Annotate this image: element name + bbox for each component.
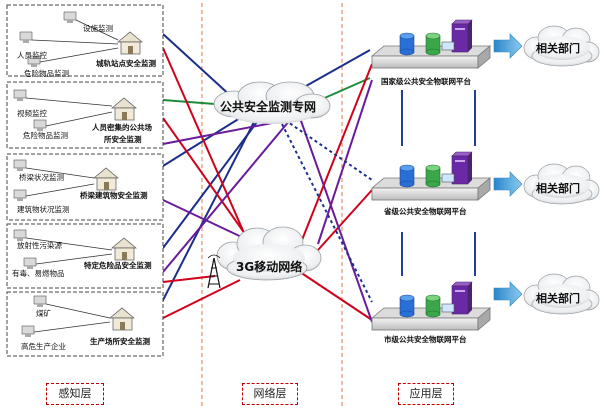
site-label-line2: 所安全监测 xyxy=(104,135,142,144)
private-network-cloud xyxy=(213,81,331,124)
platform-1 xyxy=(370,151,492,201)
database-icon xyxy=(425,294,441,318)
device-icon xyxy=(33,119,47,131)
dept-cloud xyxy=(523,163,600,205)
platforms xyxy=(370,19,492,331)
site-label-line1: 人员密集的公共场 xyxy=(92,123,152,132)
platform-front xyxy=(371,317,479,331)
group-box-g4 xyxy=(6,223,164,289)
item-label: 危险物品监测 xyxy=(24,69,69,78)
database-icon xyxy=(425,32,441,56)
link-g4-mobile xyxy=(162,275,216,283)
house-icon xyxy=(111,97,137,121)
device-icon xyxy=(21,325,35,337)
item-label: 人员监控 xyxy=(17,51,47,60)
server-icon xyxy=(451,281,473,315)
device-icons xyxy=(13,11,119,337)
item-label: 桥梁状况监测 xyxy=(19,173,64,182)
platform-front xyxy=(371,187,479,201)
dept-label: 相关部门 xyxy=(536,292,580,305)
item-label: 设施监测 xyxy=(83,24,113,33)
platform-label-province: 省级公共安全物联网平台 xyxy=(384,207,467,216)
platform-side xyxy=(477,177,491,201)
connection-lines xyxy=(159,33,476,323)
database-icon xyxy=(399,294,415,318)
private-network-label: 公共安全监测专网 xyxy=(220,100,317,114)
link-g1-private xyxy=(162,33,234,99)
link-g5-private xyxy=(159,119,256,307)
link-g4-private-b xyxy=(162,119,291,273)
device-icon xyxy=(19,31,33,43)
database-icon xyxy=(399,32,415,56)
house-icon xyxy=(93,167,119,191)
server-icon xyxy=(451,151,473,185)
device-icon xyxy=(13,189,27,201)
item-label: 建筑物状况监测 xyxy=(17,205,70,214)
link-g5-mobile xyxy=(162,279,241,319)
site-label: 桥梁建筑物安全监测 xyxy=(80,191,148,200)
link-g3-private xyxy=(162,117,241,167)
item-label: 危险物品监测 xyxy=(23,131,68,140)
device-icon xyxy=(33,295,47,307)
dept-label: 相关部门 xyxy=(536,42,580,55)
house-icon xyxy=(109,307,135,331)
platform-side xyxy=(477,307,491,331)
monitor-icon xyxy=(441,173,455,183)
house-icon xyxy=(111,237,137,261)
dept-arrow-icon xyxy=(493,33,523,59)
device-icon xyxy=(27,55,41,67)
platform-label-national: 国家级公共安全物联网平台 xyxy=(381,77,471,86)
layer-label-network: 网络层 xyxy=(242,383,298,405)
dept-arrow-icon xyxy=(493,281,523,307)
dept-cloud xyxy=(523,273,600,315)
departments xyxy=(493,25,600,315)
mobile-network-label: 3G移动网络 xyxy=(236,260,303,274)
layer-label-application: 应用层 xyxy=(398,383,454,405)
house-icon xyxy=(117,31,143,55)
monitor-icon xyxy=(441,41,455,51)
platform-front xyxy=(371,55,479,69)
site-label: 城轨站点安全监测 xyxy=(96,59,156,68)
link-g2-mobile xyxy=(162,117,256,249)
group-box-g2 xyxy=(6,81,164,149)
house-icons xyxy=(93,31,143,331)
link-mobile-province xyxy=(317,189,373,251)
link-private-city xyxy=(299,117,373,323)
platform-side xyxy=(477,45,491,69)
device-icon xyxy=(23,257,37,269)
item-label: 视频监控 xyxy=(17,109,47,118)
server-icon xyxy=(451,19,473,53)
device-icon xyxy=(63,11,77,23)
monitor-icon xyxy=(441,303,455,313)
link-private-national-2 xyxy=(319,77,371,101)
link-mobile-city xyxy=(299,271,373,321)
radio-tower-icon xyxy=(207,254,221,289)
database-icon xyxy=(425,164,441,188)
dept-label: 相关部门 xyxy=(536,182,580,195)
link-g1-mobile xyxy=(162,47,256,259)
platform-0 xyxy=(370,19,492,69)
link-g2-private xyxy=(162,99,216,105)
device-icon xyxy=(13,229,27,241)
platform-label-city: 市级公共安全物联网平台 xyxy=(384,335,467,344)
platform-2 xyxy=(370,281,492,331)
group-box-g3 xyxy=(6,153,164,221)
dept-arrow-icon xyxy=(493,171,523,197)
device-icon xyxy=(13,159,27,171)
item-label: 煤矿 xyxy=(36,309,51,318)
dept-cloud xyxy=(523,25,600,67)
device-icon xyxy=(13,89,27,101)
item-label: 放射性污染源 xyxy=(17,241,62,250)
item-label: 高危生产企业 xyxy=(21,342,66,351)
item-label: 有毒、易燃物品 xyxy=(12,269,65,278)
layer-label-sensing: 感知层 xyxy=(46,383,104,405)
database-icon xyxy=(399,164,415,188)
site-label: 特定危险品安全监测 xyxy=(84,261,152,270)
site-label: 生产场所安全监测 xyxy=(90,337,150,346)
group-box-g5 xyxy=(6,291,164,357)
